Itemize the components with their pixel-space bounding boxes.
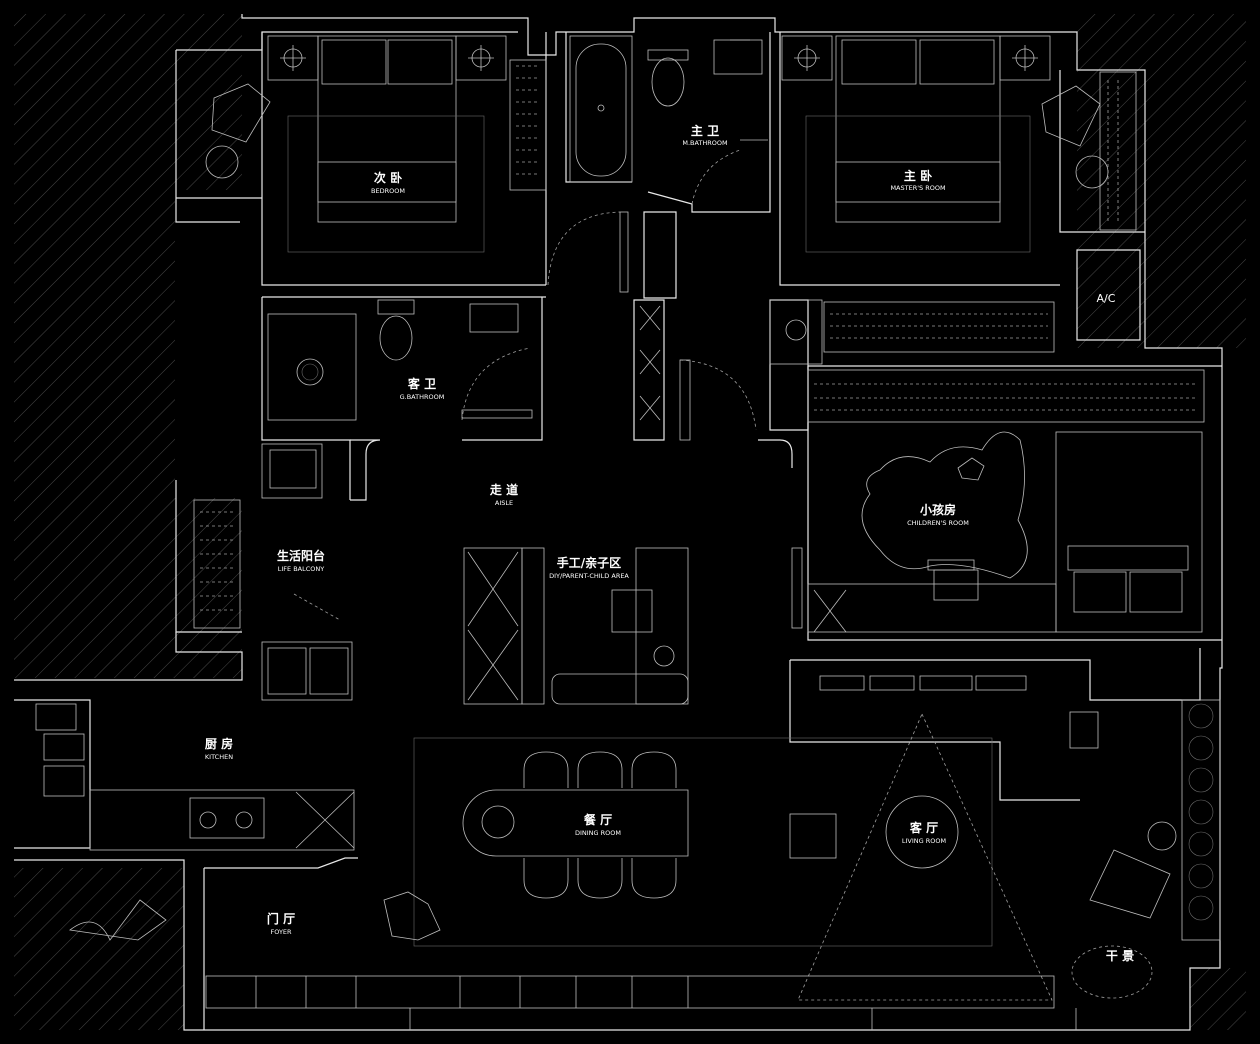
label-master-room: 主 卧 [904, 168, 932, 183]
bedroom-furniture [205, 35, 507, 253]
dining-furniture [383, 737, 993, 947]
label-master-bath: 主 卫 [691, 123, 719, 138]
label-dining-en: DINING ROOM [575, 829, 621, 837]
label-foyer-en: FOYER [270, 928, 292, 936]
kitchen-fixtures [35, 703, 355, 851]
walls [14, 14, 1223, 1031]
aisle-details [547, 211, 757, 441]
label-aisle-en: AISLE [495, 499, 513, 507]
living-furniture [789, 675, 1221, 1001]
label-foyer: 门 厅 [267, 911, 295, 926]
label-living-en: LIVING ROOM [902, 837, 946, 845]
exterior-hatch [14, 14, 1246, 1030]
label-diy: 手工/亲子区 [557, 555, 621, 570]
label-ac: A/C [1097, 292, 1116, 305]
label-bedroom: 次 卧 [374, 170, 402, 185]
label-bedroom-en: BEDROOM [371, 187, 405, 195]
label-life-balcony-en: LIFE BALCONY [278, 565, 324, 573]
label-dining: 餐 厅 [584, 812, 612, 827]
label-living: 客 厅 [909, 820, 938, 835]
diy-area-furniture [463, 547, 689, 705]
life-balcony-fixtures [193, 443, 353, 701]
label-kitchen: 厨 房 [205, 736, 233, 751]
master-bath-fixtures [569, 35, 768, 205]
label-master-bath-en: M.BATHROOM [682, 139, 727, 147]
childrens-room-furniture [769, 299, 1205, 633]
label-guest-bath-en: G.BATHROOM [400, 393, 445, 401]
label-aisle: 走 道 [490, 482, 518, 497]
master-room-furniture [781, 35, 1109, 253]
foyer-fixtures [69, 899, 1077, 1030]
label-dry-scape: 干 景 [1106, 949, 1134, 963]
label-childrens: 小孩房 [920, 502, 956, 517]
wardrobe-strips [509, 59, 1137, 231]
label-diy-en: DIY/PARENT-CHILD AREA [549, 572, 629, 580]
label-life-balcony: 生活阳台 [277, 548, 325, 563]
label-kitchen-en: KITCHEN [205, 753, 233, 761]
room-labels: 次 卧 BEDROOM 主 卫 M.BATHROOM 主 卧 MASTER'S … [205, 123, 1134, 963]
label-childrens-en: CHILDREN'S ROOM [907, 519, 969, 527]
label-master-room-en: MASTER'S ROOM [890, 184, 945, 192]
label-guest-bath: 客 卫 [407, 376, 436, 391]
guest-bath-fixtures [267, 299, 533, 421]
